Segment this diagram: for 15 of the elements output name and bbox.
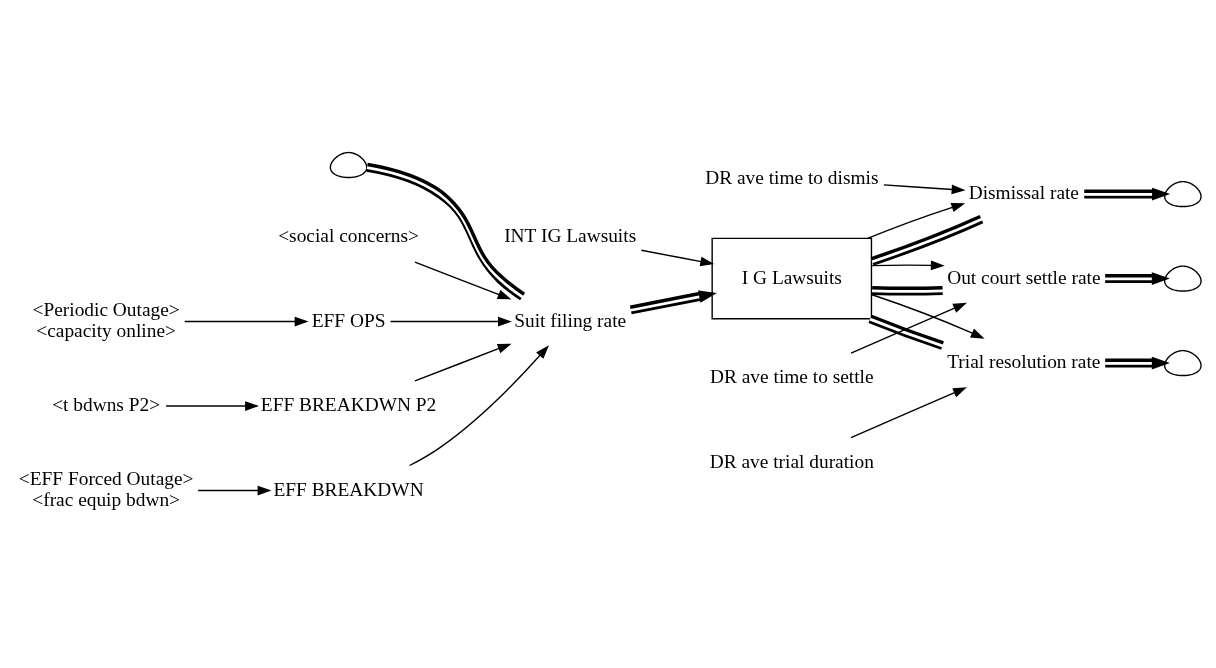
node-text: INT IG Lawsuits: [504, 225, 637, 247]
node-text: DR ave trial duration: [709, 450, 874, 472]
node-text: <Periodic Outage> <capacity online>: [32, 299, 180, 342]
node-text: Suit filing rate: [514, 309, 627, 331]
node-text: Out court settle rate: [947, 266, 1101, 288]
node-text: <social concerns>: [278, 225, 419, 247]
node-text: DR ave time to dismis: [705, 166, 879, 188]
node-text: EFF OPS: [311, 309, 386, 331]
node-text: <t bdwns P2>: [52, 394, 161, 416]
node-text: DR ave time to settle: [710, 366, 874, 388]
node-text: EFF BREAKDWN: [273, 478, 424, 500]
node-text: Dismissal rate: [968, 182, 1079, 204]
node-text: <EFF Forced Outage> <frac equip bdwn>: [18, 468, 194, 511]
node-text: Trial resolution rate: [947, 351, 1101, 373]
node-text: EFF BREAKDWN P2: [260, 394, 437, 416]
